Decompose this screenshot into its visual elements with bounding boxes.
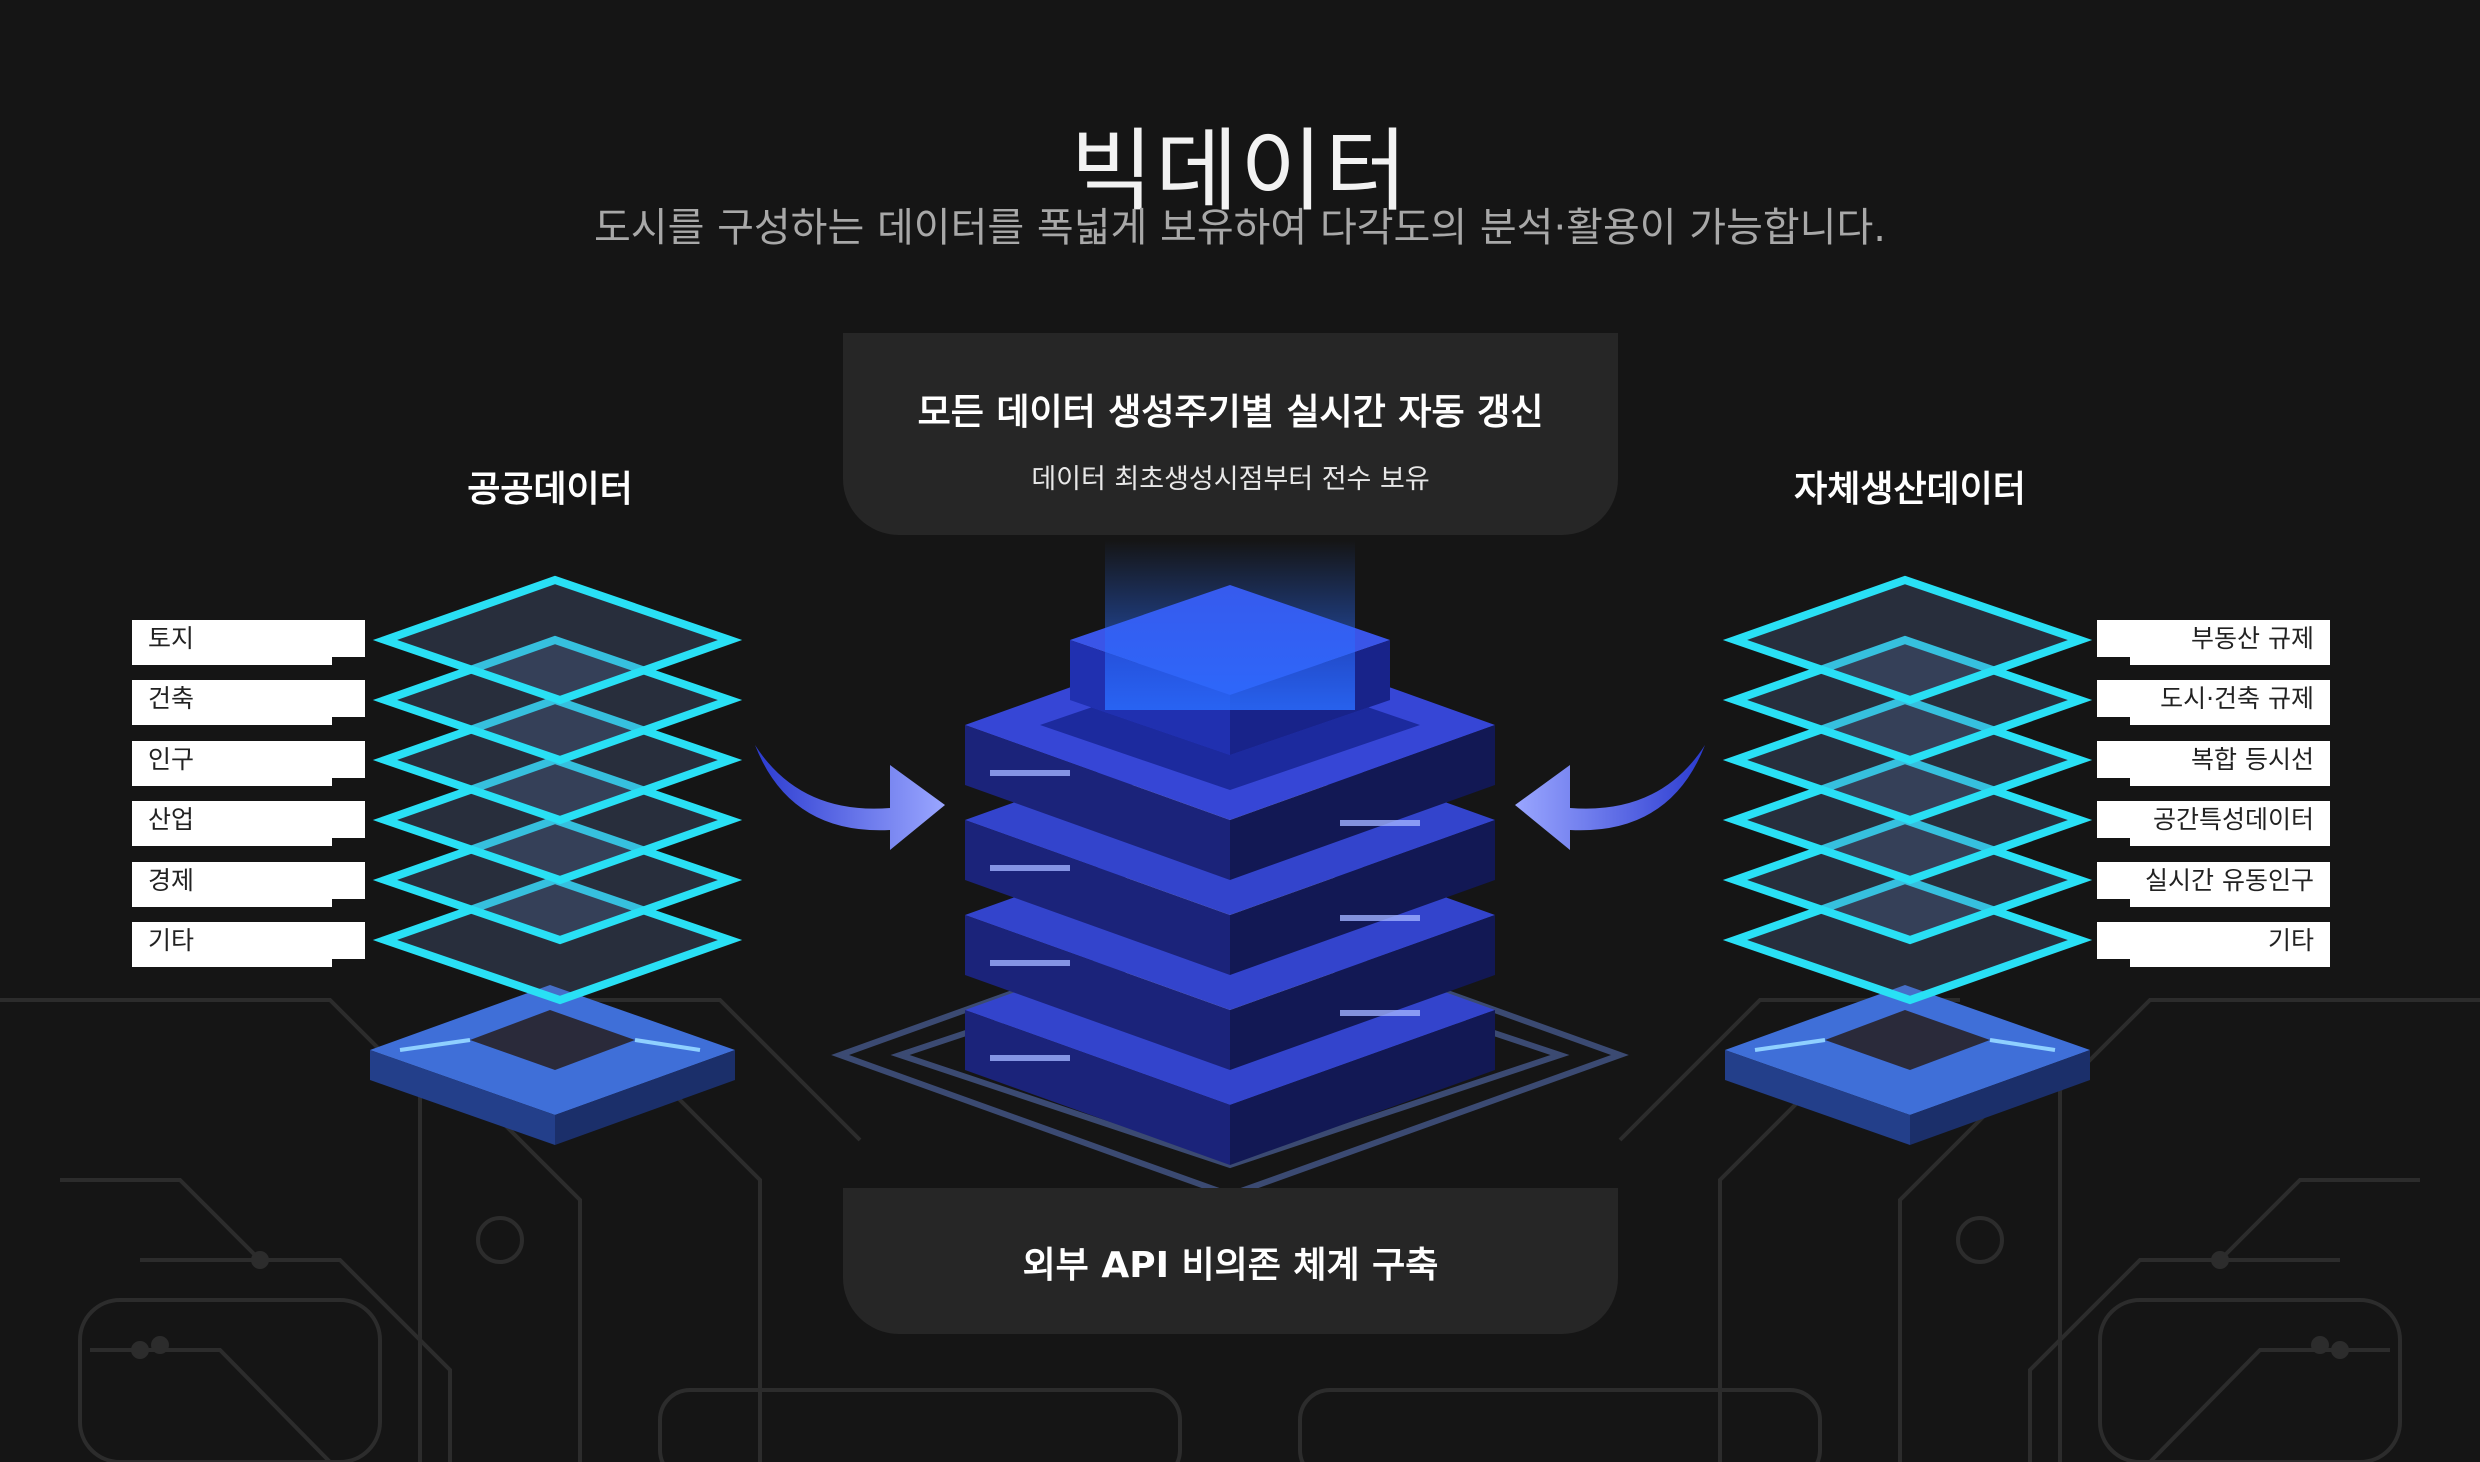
right-label-spatial-data: 공간특성데이터 (2097, 801, 2330, 846)
realtime-update-panel: 모든 데이터 생성주기별 실시간 자동 갱신 데이터 최초생성시점부터 전수 보… (843, 333, 1618, 535)
right-label-isochrone: 복합 등시선 (2097, 741, 2330, 786)
left-label-industry: 산업 (132, 801, 365, 846)
realtime-update-sub: 데이터 최초생성시점부터 전수 보유 (1031, 464, 1430, 495)
arrow-left-icon (1515, 745, 1705, 850)
right-label-other: 기타 (2097, 922, 2330, 967)
data-layer-stack-icon (1722, 575, 2093, 1005)
left-label-other: 기타 (132, 922, 365, 967)
right-label-floating-population: 실시간 유동인구 (2097, 862, 2330, 907)
right-label-urban-building-regulation: 도시·건축 규제 (2097, 680, 2330, 725)
data-layer-stack-icon (372, 575, 743, 1005)
chip-base-icon (1725, 985, 2090, 1145)
own-data-heading: 자체생산데이터 (1794, 469, 2026, 510)
page-subtitle: 도시를 구성하는 데이터를 폭넓게 보유하여 다각도의 분석·활용이 가능합니다… (593, 205, 1887, 251)
server-tower-icon (965, 540, 1495, 1165)
public-data-heading: 공공데이터 (467, 469, 633, 510)
external-api-panel: 외부 API 비의존 체계 구축 (843, 1188, 1618, 1334)
arrow-right-icon (755, 745, 945, 850)
left-label-economy: 경제 (132, 862, 365, 907)
page-title: 빅데이터 (1070, 119, 1410, 225)
right-label-realestate-regulation: 부동산 규제 (2097, 620, 2330, 665)
external-api-heading: 외부 API 비의존 체계 구축 (1022, 1245, 1439, 1286)
left-label-building: 건축 (132, 680, 365, 725)
chip-base-icon (370, 985, 735, 1145)
left-label-land: 토지 (132, 620, 365, 665)
left-label-population: 인구 (132, 741, 365, 786)
realtime-update-heading: 모든 데이터 생성주기별 실시간 자동 갱신 (917, 392, 1544, 433)
